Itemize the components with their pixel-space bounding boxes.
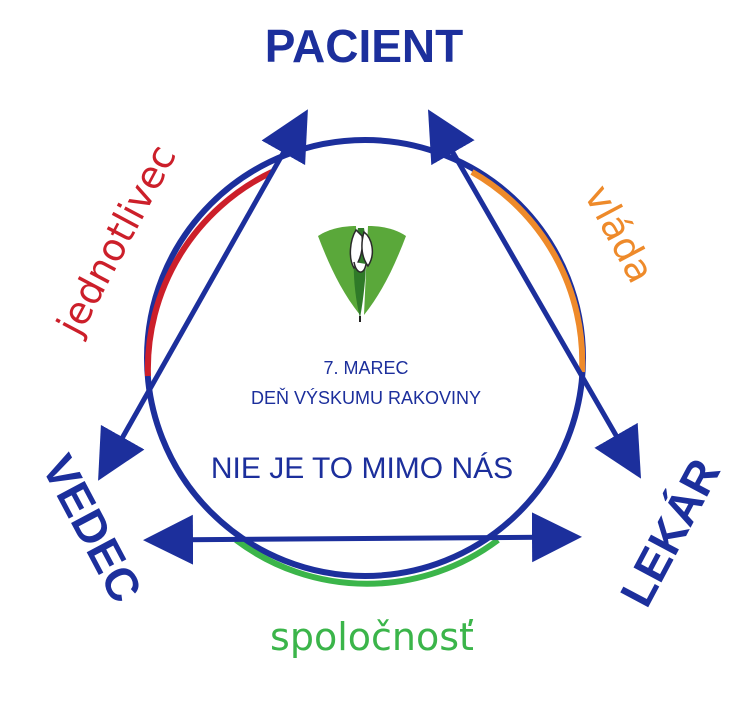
node-pacient: PACIENT [265, 20, 464, 72]
arrow-vedec-lekar [143, 512, 582, 565]
snowdrop-flower-logo [318, 226, 406, 322]
node-vedec: VEDEC [32, 446, 152, 610]
arrow-pacient-vedec [98, 109, 308, 481]
node-lekar: LEKÁR [610, 450, 730, 614]
arc-vlada [470, 169, 586, 373]
role-vlada: vláda [576, 178, 664, 290]
event-name: DEŇ VÝSKUMU RAKOVINY [251, 388, 481, 408]
arrow-pacient-lekar [428, 109, 641, 479]
role-jednotlivec: jednotlivec [48, 138, 185, 343]
slogan: NIE JE TO MIMO NÁS [211, 452, 513, 485]
role-spolocnost: spoločnosť [270, 615, 474, 659]
event-date: 7. MAREC [323, 358, 408, 378]
